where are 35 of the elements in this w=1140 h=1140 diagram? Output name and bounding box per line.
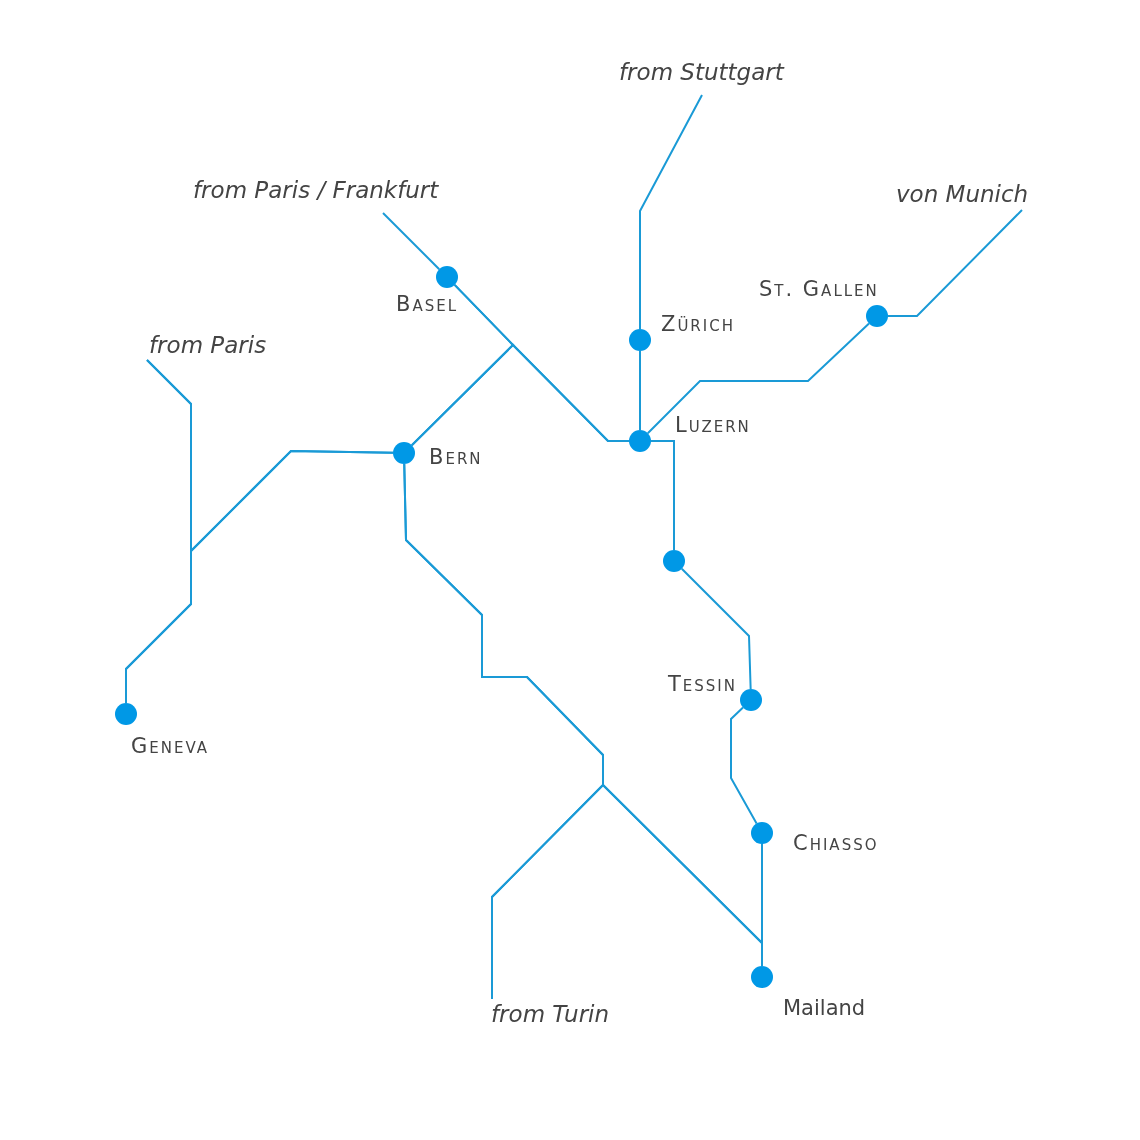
station-name: Tessin	[668, 671, 737, 697]
rail-line	[680, 567, 752, 690]
rail-line	[650, 440, 675, 551]
station-dot	[629, 430, 651, 452]
origin-label: von Munich	[896, 179, 1029, 209]
origin-label: from Paris	[149, 330, 267, 360]
station-dot	[115, 703, 137, 725]
rail-line	[887, 209, 1023, 317]
origin-label: from Turin	[491, 999, 610, 1029]
origin-label: from Paris / Frankfurt	[193, 175, 439, 205]
station-dot	[740, 689, 762, 711]
station-dot	[866, 305, 888, 327]
station-dot	[663, 550, 685, 572]
station-name: Mailand	[783, 995, 866, 1021]
station-dot	[629, 329, 651, 351]
station-name: Chiasso	[793, 830, 879, 856]
rail-line	[382, 212, 441, 271]
station-name: Basel	[396, 291, 459, 317]
station-name: St. Gallen	[759, 276, 879, 302]
station-dot	[751, 966, 773, 988]
station-dot	[751, 822, 773, 844]
rail-line	[403, 463, 604, 1000]
rail-line	[639, 350, 641, 431]
station-name: Geneva	[131, 733, 209, 759]
station-name: Zürich	[661, 311, 735, 337]
station-dot	[436, 266, 458, 288]
station-name: Bern	[429, 444, 483, 470]
station-dot	[393, 442, 415, 464]
rail-line	[639, 94, 703, 330]
rail-line	[146, 359, 394, 554]
rail-line	[410, 343, 630, 447]
origin-label: from Stuttgart	[619, 57, 784, 87]
rail-line	[646, 322, 870, 435]
station-name: Luzern	[675, 412, 751, 438]
rail-line	[730, 706, 758, 825]
